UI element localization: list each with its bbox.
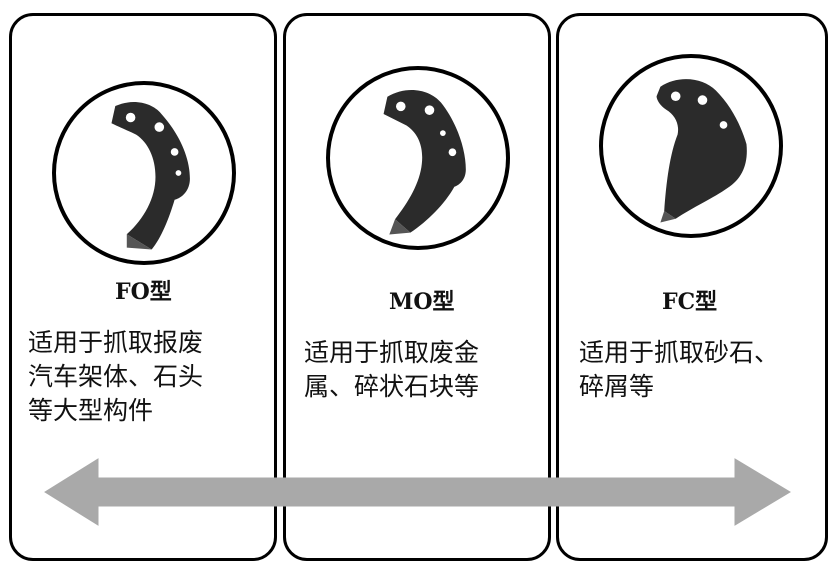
mo-ripper-tooth-icon (326, 66, 510, 250)
fo-ripper-tooth-icon (52, 81, 236, 265)
model-fo-description: 适用于抓取报废 汽车架体、石头 等大型构件 (28, 328, 204, 425)
model-fc-description: 适用于抓取砂石、 碎屑等 (579, 338, 780, 401)
model-mo-title: MO型 (389, 289, 455, 315)
card-mo: MO型 适用于抓取废金 属、碎状石块等 (283, 13, 551, 561)
model-fc-title: FC型 (662, 289, 718, 315)
fc-ripper-tooth-icon (599, 54, 783, 238)
model-fo-title: FO型 (115, 279, 172, 305)
model-mo-description: 适用于抓取废金 属、碎状石块等 (304, 338, 480, 401)
card-fo: FO型 适用于抓取报废 汽车架体、石头 等大型构件 (9, 13, 277, 561)
card-fc: FC型 适用于抓取砂石、 碎屑等 (556, 13, 828, 561)
